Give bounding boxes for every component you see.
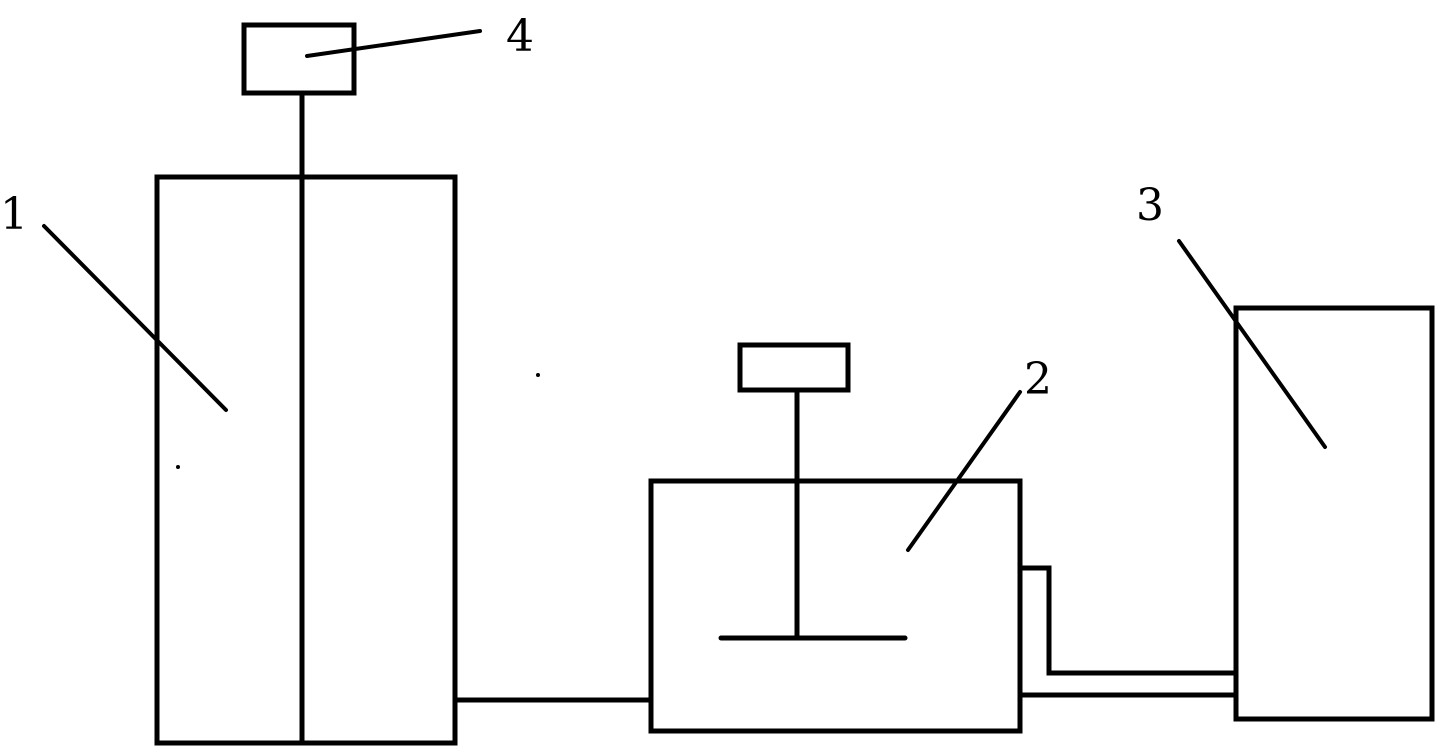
leader-line-1 (42, 224, 228, 412)
leader-line-4 (305, 29, 482, 58)
label-part-2: 2 (1024, 354, 1052, 405)
label-part-4: 4 (506, 11, 534, 62)
label-part-3: 3 (1136, 180, 1164, 231)
tank-2-body (648, 478, 1023, 734)
unit-3-body (1233, 305, 1435, 722)
leader-line-2 (906, 390, 1022, 552)
stray-dot (176, 465, 180, 469)
stray-dot (536, 373, 540, 377)
leader-line-3 (1177, 239, 1327, 449)
label-part-1: 1 (0, 189, 28, 240)
vessel-1-body (154, 174, 458, 746)
stirrer-motor-box (737, 342, 851, 393)
motor-4-box (241, 22, 357, 96)
pipe-tank2-to-unit3-upper (1017, 565, 1239, 676)
